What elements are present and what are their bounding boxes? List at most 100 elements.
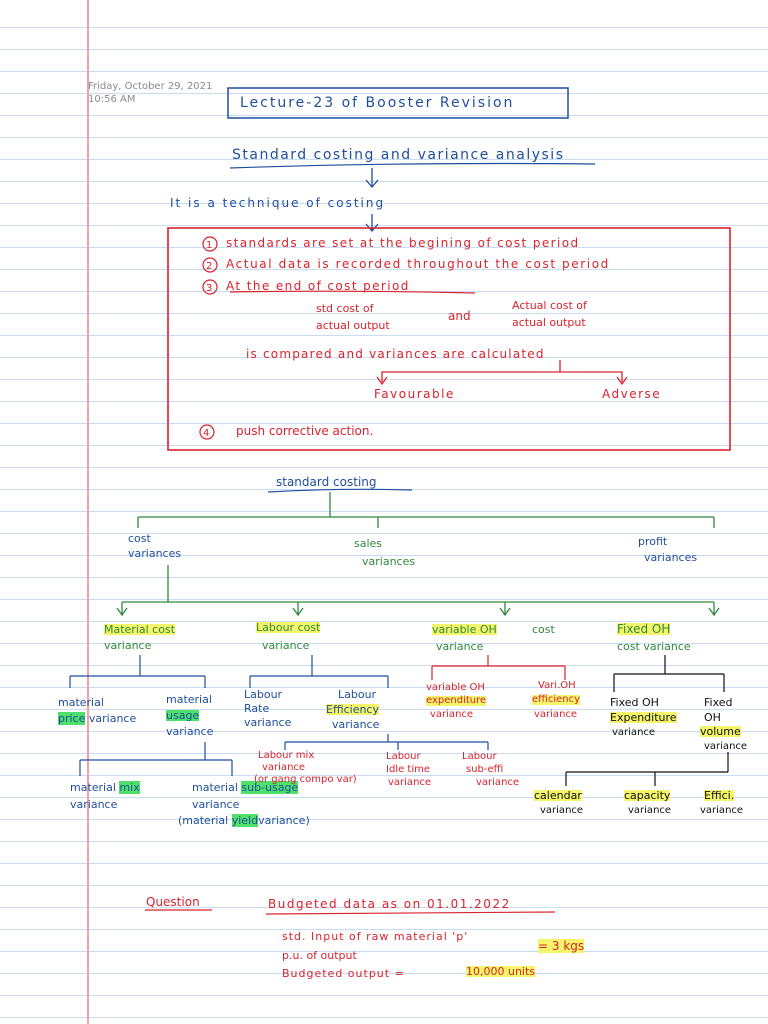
mat-price-var: variance	[88, 712, 137, 725]
labour-cost-variance: Labour cost	[256, 621, 321, 634]
material-cost-variance-2: variance	[104, 639, 152, 652]
note-time: 10:56 AM	[88, 94, 136, 105]
capacity-1: capacity	[624, 789, 671, 802]
foh-exp-3: variance	[612, 727, 656, 738]
sub-usage-highlight: sub-usage	[241, 781, 299, 794]
foh-vol-4: variance	[704, 741, 748, 752]
std-cost-line2: actual output	[316, 319, 390, 332]
kgs-eq-text: = 3 kgs	[538, 939, 585, 953]
lecture-title: Lecture-23 of Booster Revision	[240, 95, 515, 111]
budget-heading: Budgeted data as on 01.01.2022	[268, 897, 511, 911]
favourable-label: Favourable	[374, 387, 455, 401]
voh-exp-1: variable OH	[426, 682, 485, 693]
fixed-oh-variance-2: cost variance	[617, 640, 691, 653]
usage-highlight: usage	[166, 709, 200, 722]
lab-subeff-3: variance	[476, 777, 520, 788]
lab-mix-3: (or gang compo var)	[254, 774, 357, 785]
mat-mix-2: variance	[70, 798, 118, 811]
capacity-2: variance	[628, 805, 672, 816]
svg-text:3: 3	[206, 283, 212, 294]
foh-vol-3: volume	[700, 725, 741, 738]
point-3: At the end of cost period	[226, 279, 410, 293]
mat-usage-3: variance	[166, 725, 214, 738]
per-unit-line: p.u. of output	[282, 949, 357, 962]
mat-usage-1: material	[166, 693, 212, 706]
variable-oh-cost: cost	[532, 623, 555, 636]
input-line: std. Input of raw material 'p'	[282, 930, 469, 943]
point-1: standards are set at the begining of cos…	[226, 236, 580, 250]
effi-2: variance	[700, 805, 744, 816]
yield-highlight: yield	[231, 814, 259, 827]
standard-costing-root: standard costing	[276, 475, 377, 489]
calendar-2: variance	[540, 805, 584, 816]
actual-cost-line1: Actual cost of	[512, 299, 587, 312]
mix-highlight: mix	[119, 781, 140, 794]
output-units: 10,000 units	[466, 965, 536, 978]
and-word: and	[448, 309, 471, 323]
yield-close: variance)	[258, 814, 310, 827]
budgeted-output-line: Budgeted output =	[282, 967, 405, 980]
lab-rate-1: Labour	[244, 688, 283, 701]
svg-text:1: 1	[206, 240, 212, 251]
mat-sub-word: material	[192, 781, 238, 794]
foh-vol-2: OH	[704, 711, 721, 724]
voh-exp-2: expenditure	[426, 695, 487, 706]
mat-sub-1: material sub-usage	[192, 781, 299, 794]
voh-exp-3: variance	[430, 709, 474, 720]
lab-eff-1: Labour	[338, 688, 377, 701]
definition-line: It is a technique of costing	[170, 196, 386, 210]
sales-var-2: variances	[362, 555, 416, 568]
note-date: Friday, October 29, 2021	[88, 81, 213, 92]
margin-line	[87, 0, 89, 1024]
material-cost-variance: Material cost	[104, 623, 176, 636]
mat-price-2: price variance	[58, 712, 137, 725]
lab-rate-3: variance	[244, 716, 292, 729]
yield-open: (material	[178, 814, 229, 827]
topic-heading: Standard costing and variance analysis	[232, 147, 565, 163]
mat-sub-2: variance	[192, 798, 240, 811]
voh-eff-2: efficiency	[532, 694, 581, 705]
profit-var-2: variances	[644, 551, 698, 564]
lab-idle-2: Idle time	[386, 764, 430, 775]
price-highlight: price	[58, 712, 86, 725]
variable-oh-variance: variable OH	[432, 623, 497, 636]
effi-1: Effici.	[704, 789, 735, 802]
foh-exp-1: Fixed OH	[610, 696, 659, 709]
foh-exp-2: Expenditure	[610, 711, 677, 724]
voh-eff-3: variance	[534, 709, 578, 720]
sales-var-1: sales	[354, 537, 383, 550]
mat-mix-word: material	[70, 781, 116, 794]
foh-vol-1: Fixed	[704, 696, 733, 709]
lab-subeff-1: Labour	[462, 751, 497, 762]
lab-eff-3: variance	[332, 718, 380, 731]
svg-text:4: 4	[203, 428, 209, 439]
mat-price-1: material	[58, 696, 104, 709]
point-2: Actual data is recorded throughout the c…	[226, 257, 610, 271]
cost-var-2: variances	[128, 547, 182, 560]
compared-line: is compared and variances are calculated	[246, 347, 545, 361]
lab-idle-3: variance	[388, 777, 432, 788]
fixed-oh-variance: Fixed OH	[617, 622, 671, 636]
point-4: push corrective action.	[236, 424, 374, 438]
question-label: Question	[146, 895, 200, 909]
std-cost-line1: std cost of	[316, 302, 374, 315]
calendar-1: calendar	[534, 789, 582, 802]
mat-sub-3: (material yieldvariance)	[178, 814, 310, 827]
lab-mix-2: variance	[262, 762, 306, 773]
cost-var-1: cost	[128, 532, 151, 545]
adverse-label: Adverse	[602, 387, 662, 401]
svg-text:2: 2	[206, 261, 212, 272]
lab-subeff-2: sub-effi	[466, 764, 504, 775]
variable-oh-variance-2: variance	[436, 640, 484, 653]
lab-rate-2: Rate	[244, 702, 270, 715]
lab-eff-2: Efficiency	[326, 703, 379, 716]
labour-cost-variance-2: variance	[262, 639, 310, 652]
profit-var-1: profit	[638, 535, 668, 548]
lab-idle-1: Labour	[386, 751, 421, 762]
voh-eff-1: Vari.OH	[538, 680, 576, 691]
mat-mix-1: material mix	[70, 781, 140, 794]
kgs-eq: = 3 kgs	[538, 939, 585, 953]
actual-cost-line2: actual output	[512, 316, 586, 329]
